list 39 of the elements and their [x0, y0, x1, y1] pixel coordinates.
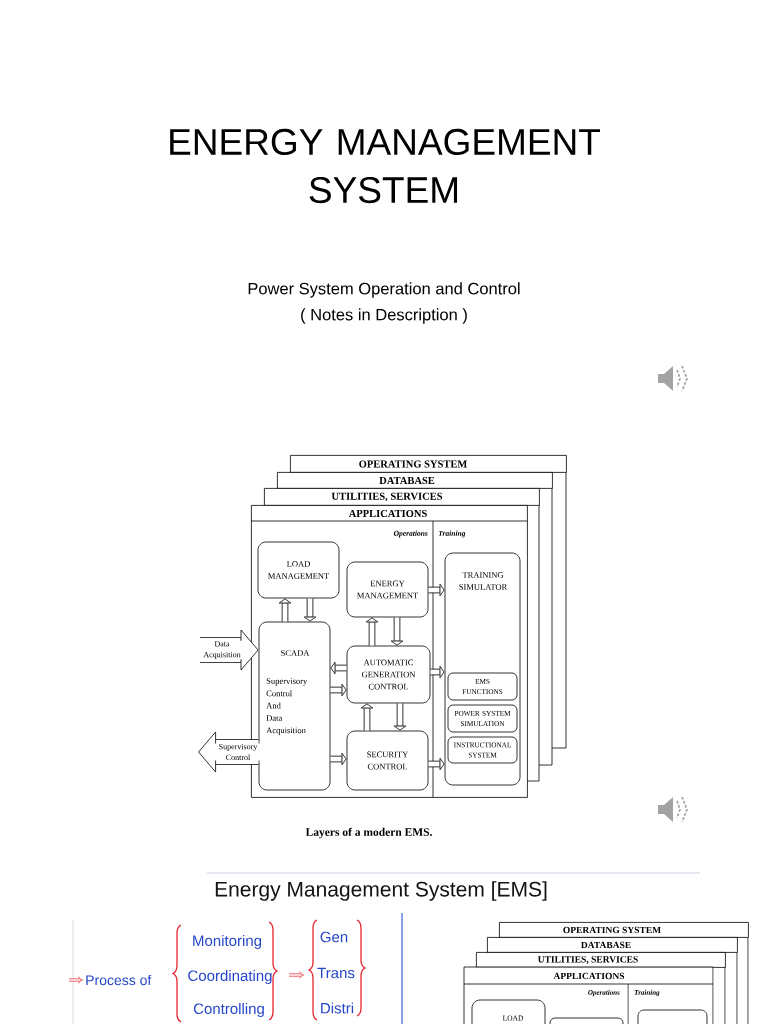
- edge-label: Supervisory Control: [214, 743, 262, 761]
- edge-label: Data Acquisition: [198, 640, 246, 660]
- layer-header: OPERATING SYSTEM: [290, 455, 567, 473]
- handwritten-note: Gen: [320, 931, 348, 943]
- handwritten-note: Process of: [86, 974, 152, 986]
- block-arrow: [330, 752, 347, 766]
- handwritten-note: Trans: [317, 967, 355, 979]
- block-arrow: [360, 703, 374, 731]
- process-box: ENERGY MANAGEMENT: [346, 561, 429, 618]
- process-box: LOAD MANAGEMENT: [257, 541, 340, 599]
- process-box: [637, 1009, 708, 1024]
- title: ENERGY MANAGEMENT SYSTEM: [170, 128, 600, 204]
- subtitle: Power System Operation and Control: [248, 282, 520, 298]
- block-arrow: [200, 629, 259, 671]
- block-arrow: [365, 617, 379, 646]
- caption: Layers of a modern EMS.: [305, 827, 432, 839]
- handwritten-note: Coordinating: [188, 970, 272, 984]
- handwritten-note: Controlling: [193, 1003, 264, 1017]
- block-arrow: [303, 598, 317, 622]
- block-arrow: [278, 598, 292, 622]
- layer-header: OPERATING SYSTEM: [499, 922, 749, 938]
- handwritten-note: Monitoring: [193, 935, 262, 949]
- process-box: AUTOMATIC GENERATION CONTROL: [346, 645, 431, 704]
- block-arrow: [428, 757, 445, 771]
- process-box: SECURITY CONTROL: [346, 730, 429, 791]
- layer-header: DATABASE: [487, 937, 738, 953]
- handwritten-note: Distri: [321, 1002, 354, 1014]
- block-arrow: [330, 683, 347, 697]
- block-arrow: [390, 617, 404, 646]
- block-arrow: [393, 703, 407, 731]
- layer-header: DATABASE: [277, 472, 553, 489]
- handwritten-heading: Energy Management System [EMS]: [215, 881, 547, 901]
- layer-header: UTILITIES, SERVICES: [264, 488, 540, 506]
- block-arrow: [198, 731, 259, 773]
- block-arrow: [428, 583, 445, 597]
- process-box: [549, 1017, 624, 1024]
- block-arrow: [330, 661, 347, 675]
- subtitle: ( Notes in Description ): [301, 308, 467, 324]
- block-arrow: [430, 665, 445, 679]
